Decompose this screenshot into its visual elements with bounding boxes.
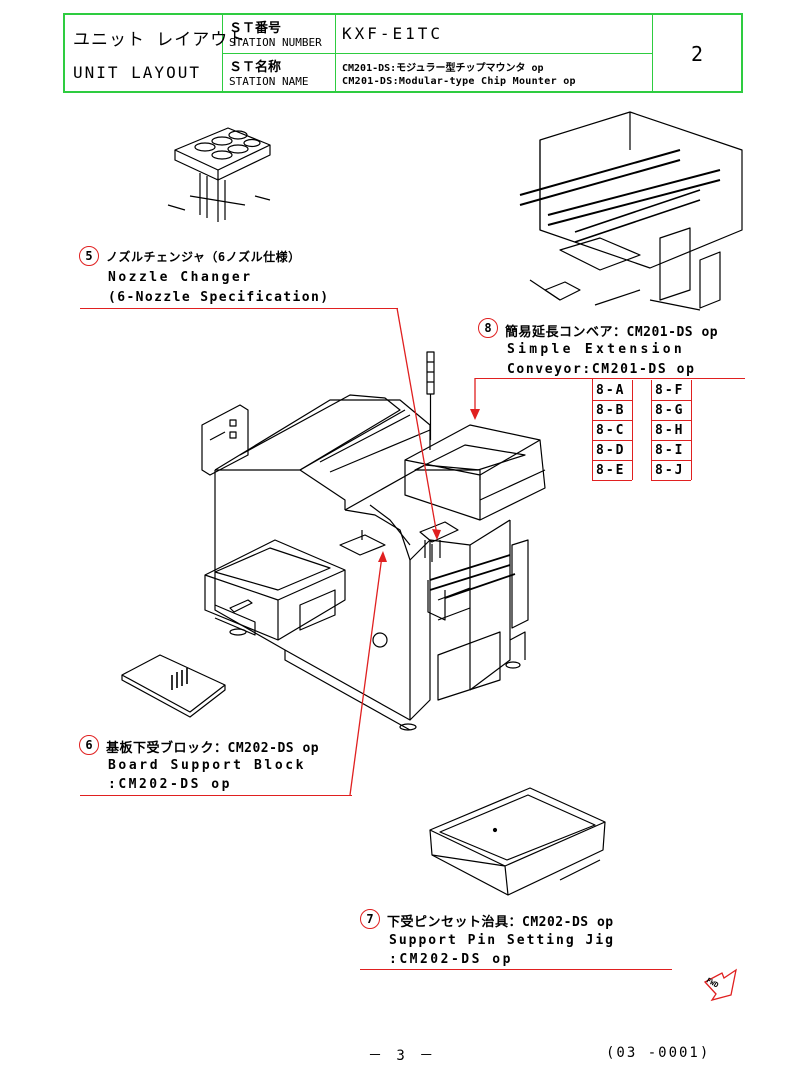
sub-code-8b: 8-B: [596, 403, 626, 418]
sub-code-8e: 8-E: [596, 463, 626, 478]
callout-6-jp: 基板下受ブロック：CM202-DS op: [106, 741, 320, 756]
callout-5-jp: ノズルチェンジャ（6ノズル仕様）: [106, 250, 301, 264]
callout-8-number: 8: [478, 318, 498, 338]
fwd-arrow-icon: [703, 968, 737, 1002]
sub-code-8a: 8-A: [596, 383, 626, 398]
nozzle-changer-detail: [167, 127, 271, 222]
sub-code-8c: 8-C: [596, 423, 626, 438]
title-block: ユニット レイアウト UNIT LAYOUT ＳＴ番号 STATION NUMB…: [63, 13, 743, 93]
sub-code-8j: 8-J: [655, 463, 685, 478]
document-number: (03 -0001): [606, 1045, 711, 1061]
callout-8-en1: Simple Extension: [507, 342, 686, 357]
sub-code-8h: 8-H: [655, 423, 685, 438]
st-number-jp: ＳＴ番号: [229, 21, 282, 36]
st-name-en: STATION NAME: [229, 75, 309, 88]
sub-code-8f: 8-F: [655, 383, 685, 398]
st-name-jp: ＳＴ名称: [229, 60, 282, 75]
callout-5-underline: [80, 308, 398, 309]
callout-5-en2: (6-Nozzle Specification): [108, 290, 330, 305]
page-number: － 3 －: [368, 1048, 437, 1064]
callout-5-number: 5: [79, 246, 99, 266]
callout-7-underline: [360, 969, 672, 970]
callout-6-number: 6: [79, 735, 99, 755]
callout-7-jp: 下受ピンセット治具：CM202-DS op: [387, 915, 614, 930]
main-machine: [201, 394, 546, 731]
callout-8-en2: Conveyor:CM201-DS op: [507, 362, 696, 377]
callout-8-jp: 簡易延長コンベア：CM201-DS op: [505, 325, 719, 340]
callout-7-number: 7: [360, 909, 380, 929]
page-index: 2: [690, 42, 704, 66]
support-pin-jig: [429, 787, 606, 896]
callout-7-en2: :CM202-DS op: [389, 952, 513, 967]
callout-6-underline: [80, 795, 352, 796]
sub-code-8d: 8-D: [596, 443, 626, 458]
st-number-en: STATION NUMBER: [229, 36, 322, 49]
board-support-block: [121, 654, 226, 718]
station-name-en: CM201-DS:Modular-type Chip Mounter op: [342, 76, 576, 87]
callout-6-en1: Board Support Block: [108, 758, 307, 773]
callout-7-en1: Support Pin Setting Jig: [389, 933, 616, 948]
unit-layout-jp: ユニット レイアウト: [73, 30, 247, 50]
sub-code-8i: 8-I: [655, 443, 685, 458]
station-name-jp: CM201-DS:モジュラー型チップマウンタ op: [342, 63, 544, 74]
conveyor-detail: [519, 111, 743, 311]
unit-layout-en: UNIT LAYOUT: [73, 63, 201, 82]
callout-5-en1: Nozzle Changer: [108, 270, 253, 285]
callout-8-underline: [475, 378, 745, 379]
station-number: KXF-E1TC: [342, 24, 444, 43]
sub-code-8g: 8-G: [655, 403, 685, 418]
callout-6-en2: :CM202-DS op: [108, 777, 232, 792]
